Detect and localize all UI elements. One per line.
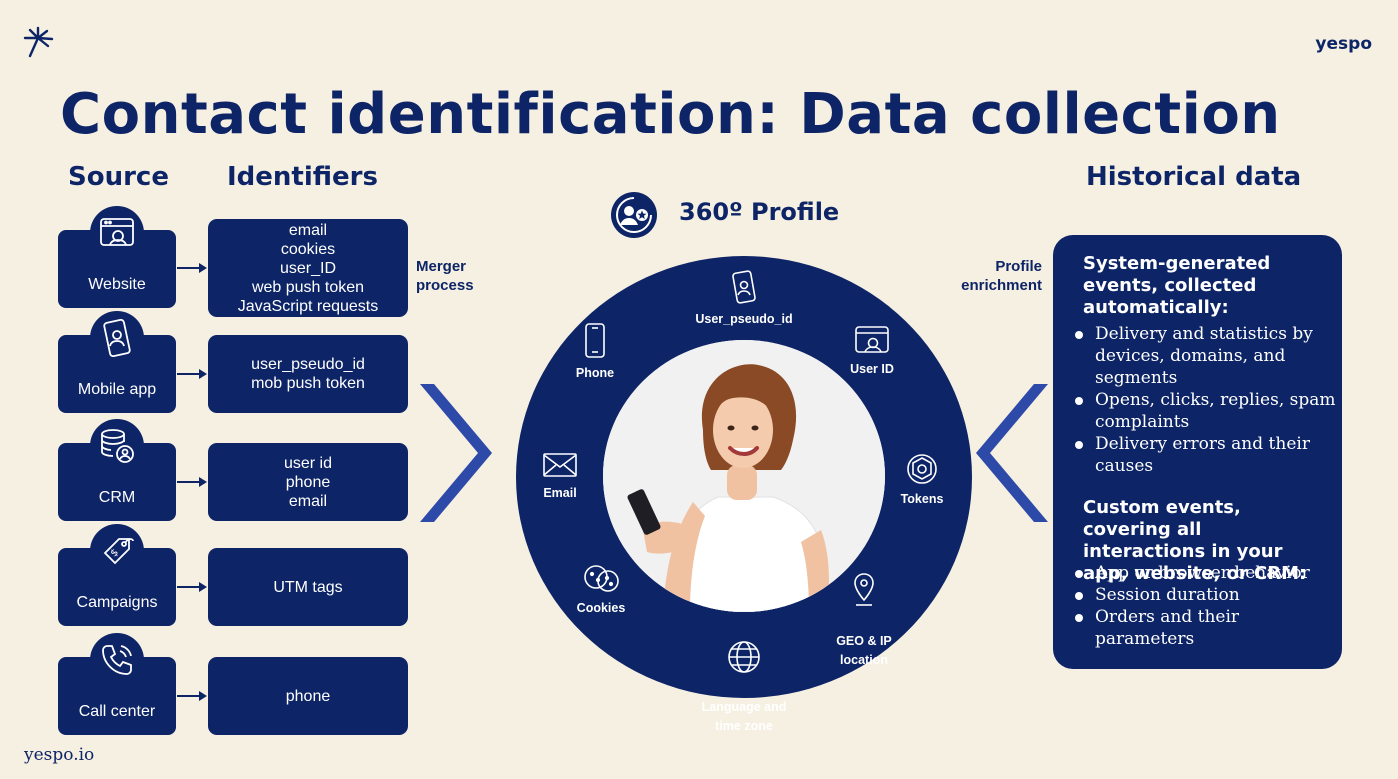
source-crm: CRM: [58, 419, 176, 521]
cookie-icon: [584, 565, 619, 592]
source-call-center: Call center: [58, 633, 176, 735]
ring-item-label: Phone: [575, 366, 615, 380]
ring-item-label: Language and time zone: [701, 700, 787, 733]
footer-url: yespo.io: [24, 745, 95, 765]
list-item: Session duration: [1073, 584, 1338, 606]
page-title: Contact identification: Data collection: [60, 82, 1281, 147]
smartphone-user-icon: [732, 270, 756, 304]
list-item: Orders and their parameters: [1073, 606, 1338, 650]
profile-title: 360º Profile: [679, 198, 840, 226]
token-icon: [907, 454, 937, 484]
ring-item-tokens: Tokens: [890, 452, 954, 509]
identifier-item: UTM tags: [273, 578, 343, 596]
ring-item-language-time: Language and time zone: [690, 620, 798, 736]
envelope-icon: [543, 453, 577, 477]
phone-icon: [585, 323, 605, 358]
profile-enrichment-label: Profile enrichment: [961, 258, 1042, 294]
identifiers-crm: user id phone email: [208, 443, 408, 521]
identifier-item: mob push token: [251, 375, 365, 392]
identifier-item: cookies: [280, 240, 336, 258]
ring-item-label: User_pseudo_id: [695, 312, 793, 326]
phone-call-icon: [90, 633, 144, 687]
arrow-right-icon: [177, 477, 207, 487]
chevron-right-icon: [420, 384, 492, 522]
ring-item-user-pseudo-id: User_pseudo_id: [680, 270, 808, 329]
price-tag-icon: $: [90, 524, 144, 578]
chevron-left-icon: [976, 384, 1048, 522]
identifier-item: email: [288, 492, 328, 510]
source-label: Call center: [78, 703, 156, 720]
identifier-item: user_ID: [279, 259, 337, 277]
arrow-right-icon: [177, 263, 207, 273]
identifiers-mobile-app: user_pseudo_id mob push token: [208, 335, 408, 413]
identifier-item: email: [288, 221, 328, 239]
source-label: Website: [88, 276, 146, 293]
profile-360-icon: [610, 191, 658, 239]
brand-logo: yespo: [1315, 34, 1372, 54]
identifiers-website: email cookies user_ID web push token Jav…: [208, 219, 408, 317]
identifier-item: web push token: [251, 278, 365, 296]
system-events-heading: System-generated events, collected autom…: [1083, 253, 1271, 318]
identifiers-campaigns: UTM tags: [208, 548, 408, 626]
identifiers-column-heading: Identifiers: [227, 162, 378, 192]
ring-item-user-id: User ID: [832, 324, 912, 379]
source-mobile-app: Mobile app: [58, 311, 176, 413]
identifiers-call-center: phone: [208, 657, 408, 735]
ring-item-label: Cookies: [576, 601, 626, 615]
arrow-right-icon: [177, 369, 207, 379]
custom-events-heading: Custom events, covering all interactions…: [1083, 497, 1307, 584]
source-campaigns: $ Campaigns: [58, 524, 176, 626]
list-item: Delivery and statistics by devices, doma…: [1073, 323, 1338, 389]
ring-item-phone: Phone: [568, 322, 622, 383]
merger-process-label: Merger process: [416, 258, 474, 294]
source-label: Campaigns: [76, 594, 158, 611]
browser-icon: [855, 326, 889, 353]
source-label: CRM: [98, 489, 136, 506]
ring-item-label: User ID: [850, 362, 894, 376]
arrow-right-icon: [177, 582, 207, 592]
list-item: Delivery errors and their causes: [1073, 433, 1338, 477]
profile-photo: [603, 340, 885, 612]
database-user-icon: [90, 419, 144, 473]
list-item: Opens, clicks, replies, spam complaints: [1073, 389, 1338, 433]
system-events-list: Delivery and statistics by devices, doma…: [1073, 323, 1338, 477]
historical-data-panel: System-generated events, collected autom…: [1053, 235, 1342, 669]
ring-item-label: Email: [543, 486, 577, 500]
source-website: Website: [58, 206, 176, 308]
custom-events-list: App or browser behavior Session duration…: [1073, 562, 1338, 650]
list-item: App or browser behavior: [1073, 562, 1338, 584]
ring-item-cookies: Cookies: [570, 563, 632, 618]
smartphone-user-icon: [90, 311, 144, 365]
source-label: Mobile app: [77, 381, 157, 398]
source-column-heading: Source: [68, 162, 169, 192]
identifier-item: phone: [285, 687, 331, 705]
identifier-item: phone: [285, 473, 331, 491]
ring-item-geo-ip: GEO & IP location: [822, 552, 906, 670]
globe-icon: [728, 641, 760, 673]
identifier-item: JavaScript requests: [237, 297, 379, 315]
ring-item-email: Email: [536, 450, 584, 503]
arrow-right-icon: [177, 691, 207, 701]
yespo-sunburst-logo-icon: [23, 26, 54, 58]
location-pin-icon: [854, 573, 874, 606]
browser-icon: [90, 206, 144, 260]
ring-item-label: Tokens: [900, 492, 944, 506]
ring-item-label: GEO & IP location: [836, 634, 892, 667]
historical-column-heading: Historical data: [1086, 162, 1302, 192]
identifier-item: user_pseudo_id: [251, 356, 365, 373]
identifier-item: user id: [283, 454, 333, 472]
